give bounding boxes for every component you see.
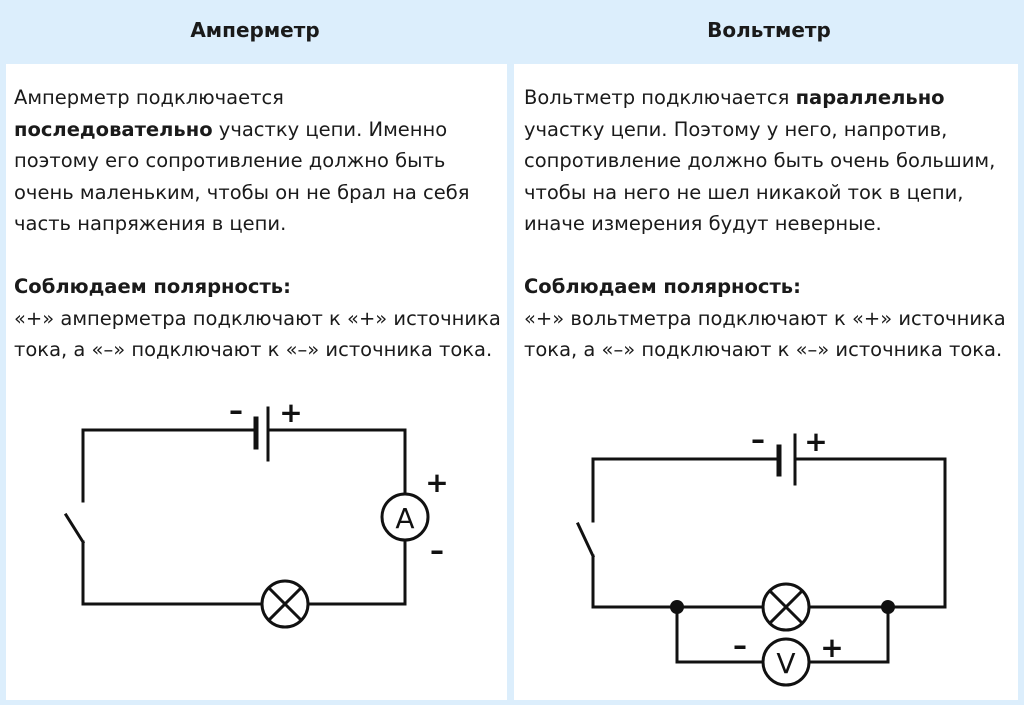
ammeter-header: Амперметр xyxy=(0,0,510,60)
ammeter-polarity-title: Соблюдаем полярность: xyxy=(14,275,291,298)
voltmeter-title: Вольтметр xyxy=(707,18,831,42)
ammeter-panel: Амперметр подключается последовательно уч… xyxy=(6,64,507,700)
voltmeter-p1-start: Вольтметр подключается xyxy=(524,86,796,109)
ammeter-polarity-text: «+» амперметра подключают к «+» источник… xyxy=(14,306,501,362)
ammeter-p1-start: Амперметр подключается xyxy=(14,86,284,109)
voltmeter-header: Вольтметр xyxy=(514,0,1024,60)
voltmeter-panel: Вольтметр подключается параллельно участ… xyxy=(514,64,1018,700)
ammeter-title: Амперметр xyxy=(190,18,320,42)
ammeter-description: Амперметр подключается последовательно уч… xyxy=(14,82,504,366)
voltmeter-polarity-text: «+» вольтметра подключают к «+» источник… xyxy=(524,306,1006,362)
voltmeter-description: Вольтметр подключается параллельно участ… xyxy=(524,82,1014,366)
voltmeter-polarity-title: Соблюдаем полярность: xyxy=(524,275,801,298)
ammeter-paragraph: Амперметр подключается последовательно уч… xyxy=(14,82,504,240)
voltmeter-p1-bold: параллельно xyxy=(795,86,945,109)
voltmeter-p1-rest: участку цепи. Поэтому у него, напротив, … xyxy=(524,117,996,236)
ammeter-p1-bold: последовательно xyxy=(14,117,213,141)
voltmeter-paragraph: Вольтметр подключается параллельно участ… xyxy=(524,82,1014,240)
ammeter-p1-rest: участку цепи. Именно поэтому его сопроти… xyxy=(14,117,470,236)
